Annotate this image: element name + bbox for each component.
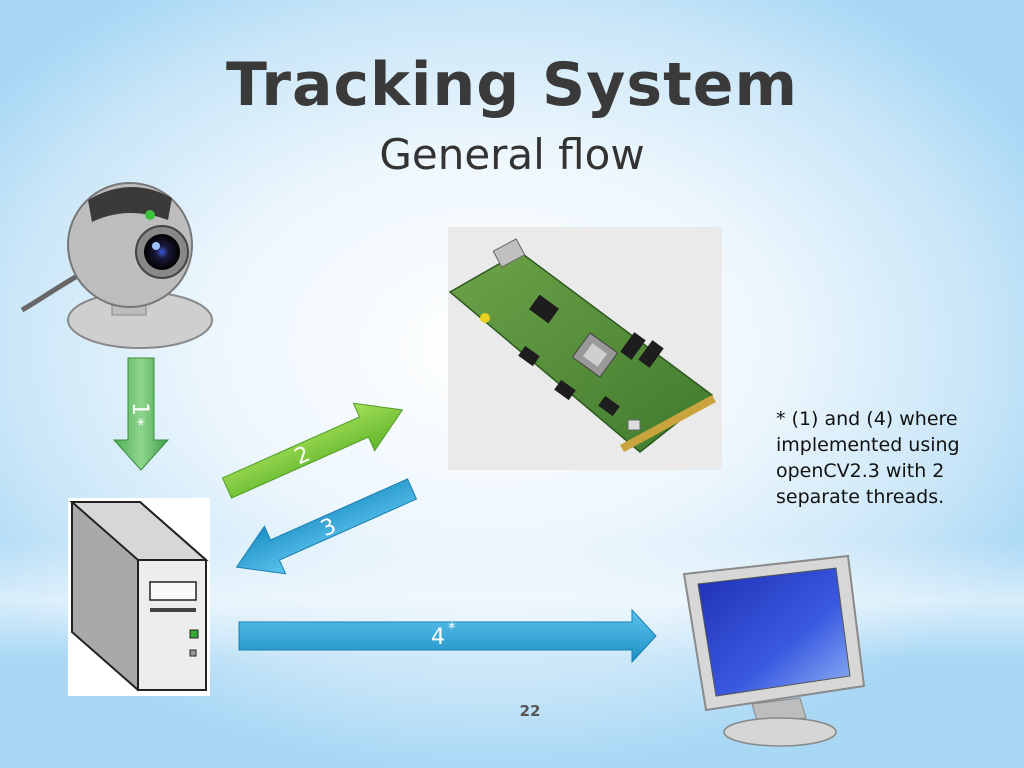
arrow-1-label: 1 <box>127 402 152 416</box>
slide-title: Tracking System <box>226 50 798 120</box>
monitor-icon <box>682 554 866 747</box>
arrow-4: 4 * <box>238 608 657 664</box>
arrow-1: 1 * <box>112 357 170 471</box>
page-number: 22 <box>519 702 541 720</box>
server-tower-icon <box>68 498 210 696</box>
implementation-note: * (1) and (4) where implemented using op… <box>776 408 960 508</box>
arrow-4-label: 4 <box>431 625 445 650</box>
slide-subtitle: General flow <box>379 130 645 179</box>
circuit-board-icon <box>448 227 722 470</box>
arrow-4-marker: * <box>448 619 456 637</box>
arrow-1-marker: * <box>129 418 148 426</box>
webcam-icon <box>20 182 213 349</box>
arrow-2: 2 <box>221 402 404 499</box>
arrow-3: 3 <box>235 478 418 575</box>
